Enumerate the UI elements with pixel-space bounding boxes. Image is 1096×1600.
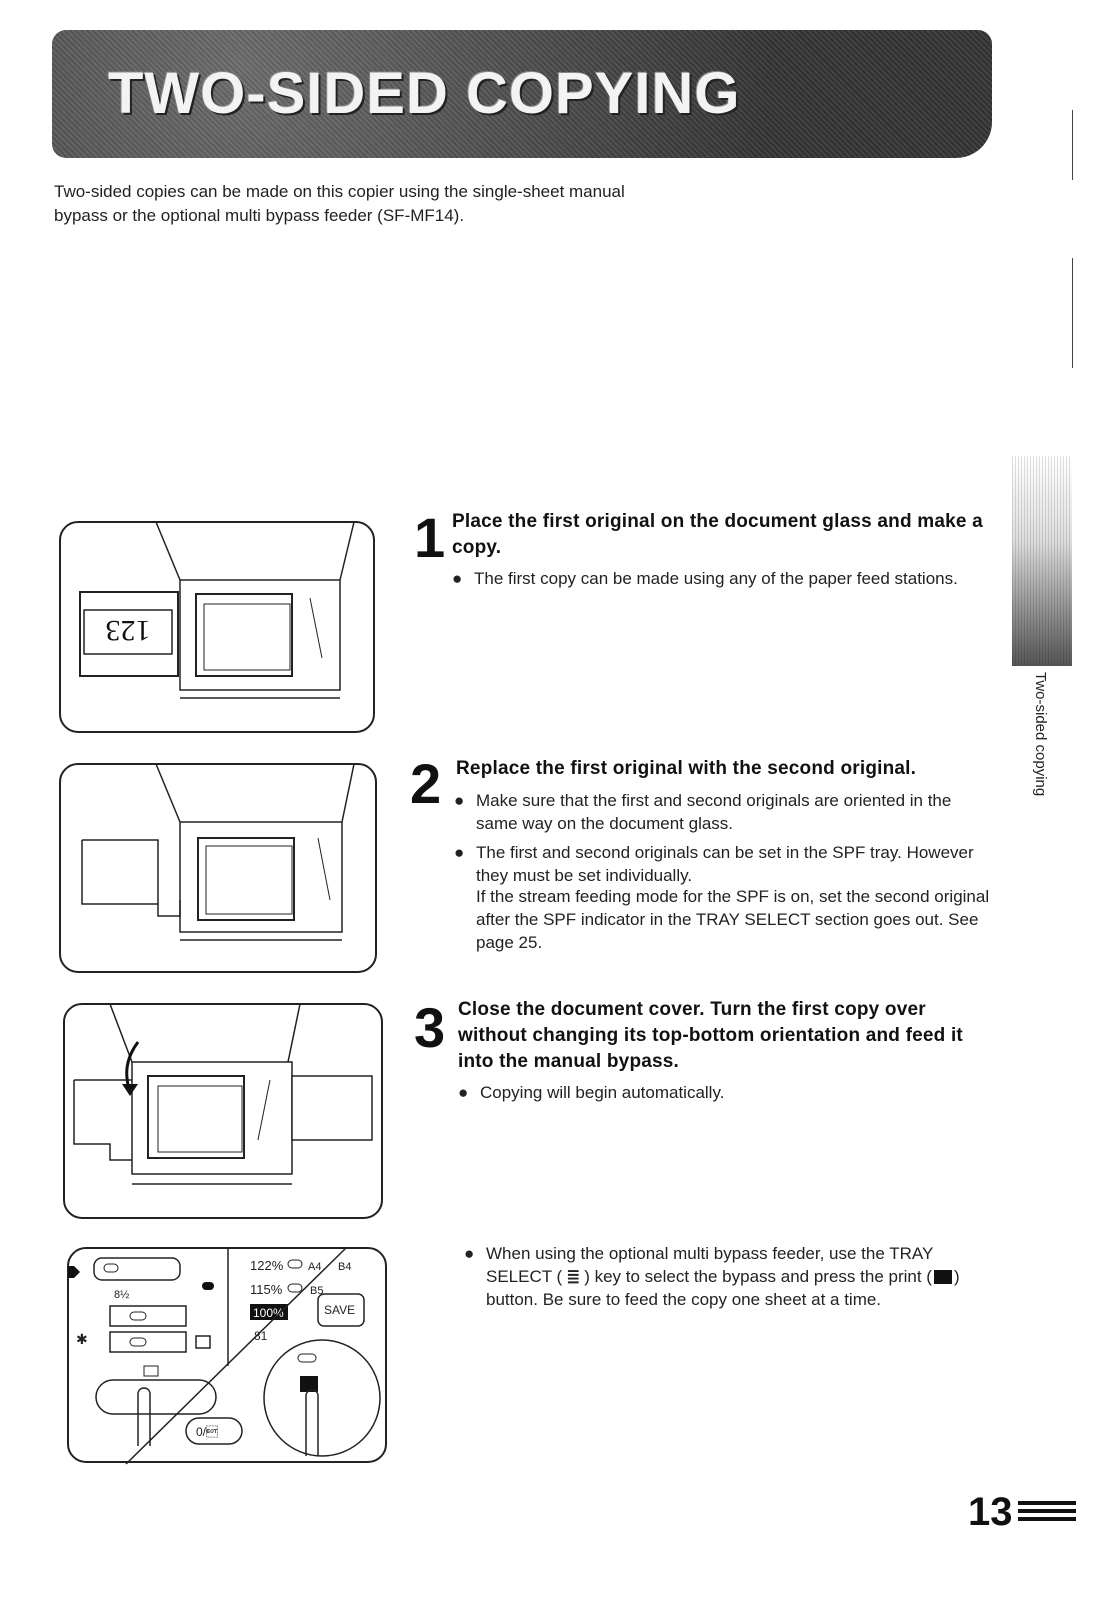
- step-2-bullets: ●Make sure that the first and second ori…: [452, 789, 992, 893]
- section-tab: [1012, 456, 1072, 666]
- intro-paragraph: Two-sided copies can be made on this cop…: [54, 182, 625, 225]
- svg-text:0/: 0/: [196, 1425, 218, 1439]
- edge-mark: [1072, 258, 1073, 368]
- svg-text:8½: 8½: [114, 1289, 129, 1301]
- step-1-title: Place the first original on the document…: [452, 511, 983, 558]
- svg-text:B4: B4: [338, 1261, 351, 1273]
- svg-text:✱: ✱: [76, 1331, 88, 1347]
- original-label: 123: [106, 614, 151, 647]
- step-1-bullets: ●The first copy can be made using any of…: [450, 567, 990, 596]
- page-title: TWO-SIDED COPYING: [108, 61, 741, 126]
- svg-text:B5: B5: [310, 1285, 323, 1297]
- step-3-number: 3: [414, 996, 446, 1059]
- figure-step-3: [63, 1003, 383, 1219]
- bullet-item: ●Copying will begin automatically.: [458, 1083, 725, 1102]
- figure-step-1: 123: [59, 521, 375, 733]
- side-tab-label: Two-sided copying: [1032, 672, 1049, 797]
- bullet-item: ●The first and second originals can be s…: [454, 843, 974, 885]
- print-icon: [933, 1270, 952, 1284]
- page-rule: [1018, 1517, 1076, 1521]
- bullet-item: ●Make sure that the first and second ori…: [454, 791, 952, 833]
- page-rule: [1018, 1501, 1076, 1505]
- step-2-title: Replace the first original with the seco…: [456, 758, 917, 779]
- edge-mark: [1072, 110, 1073, 180]
- page-number: 13: [968, 1490, 1013, 1534]
- bullet-item: ●When using the optional multi bypass fe…: [464, 1244, 960, 1309]
- svg-text:81: 81: [254, 1329, 268, 1343]
- page-rule: [1018, 1509, 1076, 1513]
- figure-control-panel: 8½ ✱ 122% A4 B4 115% B5 100% 81 SAVE 0/: [67, 1247, 387, 1465]
- step-3-title: Close the document cover. Turn the first…: [458, 999, 963, 1072]
- bullet-item: ●The first copy can be made using any of…: [452, 569, 958, 588]
- extra-note: ●When using the optional multi bypass fe…: [462, 1242, 1002, 1317]
- step-3-bullets: ●Copying will begin automatically.: [456, 1081, 996, 1110]
- title-banner: TWO-SIDED COPYING: [52, 30, 992, 158]
- figure-step-2: [59, 763, 377, 973]
- step-2-note: If the stream feeding mode for the SPF i…: [476, 887, 990, 952]
- svg-text:115%: 115%: [250, 1282, 283, 1297]
- svg-text:A4: A4: [308, 1261, 321, 1273]
- step-2-number: 2: [410, 752, 442, 815]
- step-1-number: 1: [414, 506, 446, 569]
- svg-text:122%: 122%: [250, 1258, 284, 1273]
- tray-select-icon: ≣: [566, 1267, 581, 1286]
- svg-text:SAVE: SAVE: [324, 1303, 355, 1317]
